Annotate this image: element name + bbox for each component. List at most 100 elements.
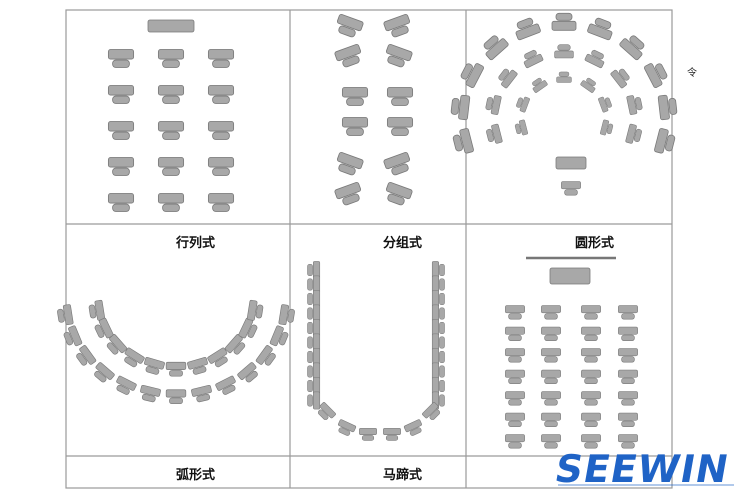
seat	[307, 391, 321, 410]
seat	[551, 12, 577, 31]
seat	[618, 326, 638, 342]
seat	[581, 305, 601, 320]
seewin-logo: SEEWIN	[552, 447, 734, 492]
seat	[581, 348, 601, 363]
seat	[157, 121, 185, 140]
seat	[515, 17, 541, 41]
arc-caption: 弧形式	[176, 468, 216, 483]
seat	[600, 119, 614, 136]
seat	[385, 181, 413, 206]
seat	[187, 357, 208, 375]
seat	[505, 305, 525, 320]
seat	[106, 334, 128, 355]
seat	[107, 85, 135, 104]
seat	[165, 361, 187, 377]
seat	[460, 63, 485, 88]
seat	[207, 85, 235, 104]
seat	[317, 402, 336, 421]
seat	[386, 87, 414, 106]
seat	[431, 261, 445, 279]
seat	[307, 362, 321, 381]
circle-caption: 圆形式	[575, 236, 615, 251]
podium	[147, 19, 195, 33]
seat	[618, 348, 638, 363]
seat	[516, 96, 530, 113]
seat	[618, 412, 638, 428]
seat	[386, 117, 414, 136]
seat	[307, 319, 321, 337]
seat	[383, 427, 401, 441]
seat	[307, 348, 321, 366]
seat	[403, 419, 422, 436]
seat	[124, 347, 145, 368]
seat	[532, 77, 548, 93]
seat	[431, 304, 445, 323]
seat	[157, 85, 185, 104]
seat	[452, 128, 474, 154]
seat	[191, 384, 212, 403]
seat	[140, 384, 161, 403]
seat	[165, 389, 187, 405]
seat	[215, 375, 236, 395]
seat	[207, 347, 228, 368]
seat	[336, 151, 364, 176]
rows-panel	[107, 19, 235, 212]
seat	[63, 325, 83, 347]
seat	[554, 44, 574, 59]
seat	[207, 157, 235, 176]
seat	[618, 391, 638, 406]
seat	[334, 43, 362, 68]
seat	[383, 13, 411, 38]
seat	[618, 305, 638, 320]
seat	[626, 95, 643, 115]
seat	[107, 49, 135, 68]
seat	[307, 377, 321, 395]
seat	[341, 117, 369, 136]
seat	[431, 333, 445, 352]
seat	[431, 319, 445, 337]
margin-mark: 令	[687, 68, 697, 79]
seat	[505, 326, 525, 342]
seat	[224, 334, 246, 355]
podium	[549, 267, 591, 285]
seat	[581, 391, 601, 406]
seat	[107, 121, 135, 140]
seat	[107, 193, 135, 212]
seat	[541, 305, 561, 320]
seat	[334, 181, 362, 206]
seat	[643, 63, 668, 88]
seat	[580, 77, 596, 93]
seat	[237, 362, 258, 383]
svg-text:SEEWIN: SEEWIN	[552, 447, 733, 492]
seat	[541, 348, 561, 363]
seat	[207, 49, 235, 68]
seat	[107, 157, 135, 176]
seat	[618, 434, 638, 449]
seat	[523, 49, 544, 69]
seat	[486, 123, 503, 144]
seat	[654, 128, 676, 154]
seat	[505, 369, 525, 385]
seat	[498, 68, 518, 89]
podium	[555, 156, 587, 170]
seat	[207, 193, 235, 212]
seat	[581, 412, 601, 428]
groups-caption: 分组式	[383, 236, 423, 251]
seat	[505, 412, 525, 428]
seat	[505, 391, 525, 406]
seat	[57, 304, 74, 326]
seat	[625, 123, 642, 144]
seat	[383, 151, 411, 176]
seat	[207, 121, 235, 140]
seat	[307, 275, 321, 294]
seat	[584, 49, 605, 69]
seat	[581, 434, 601, 449]
grid-lines	[65, 9, 673, 489]
seat	[341, 87, 369, 106]
seat	[514, 119, 528, 136]
seat	[431, 275, 445, 294]
seat	[581, 326, 601, 342]
seat	[76, 345, 97, 366]
